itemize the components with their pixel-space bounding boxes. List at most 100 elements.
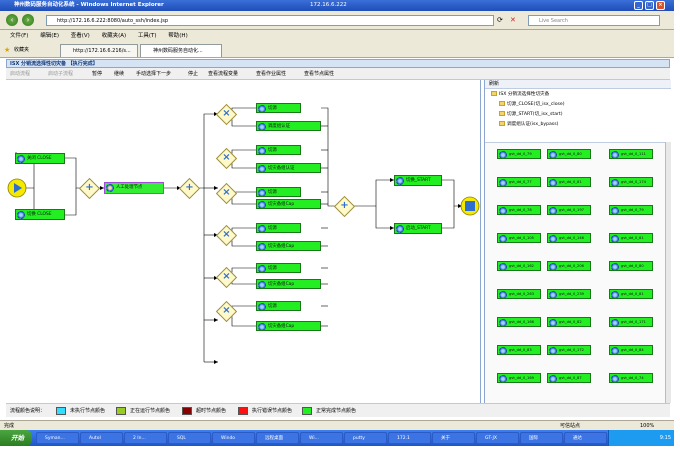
taskbar-item[interactable]: SQL	[168, 432, 211, 444]
flow-node[interactable]: 切源	[256, 187, 301, 197]
minimize-icon[interactable]: _	[634, 1, 643, 10]
stop-icon[interactable]: ✕	[510, 16, 516, 24]
subflow-node[interactable]: gvt_dd_0_84	[609, 345, 653, 355]
subflow-node[interactable]: gvt_dd_0_80	[609, 261, 653, 271]
flow-node[interactable]: 切换 CLOSE	[15, 209, 65, 220]
flow-node[interactable]: 切灾备组Cap	[256, 279, 321, 289]
taskbar-item[interactable]: putty	[344, 432, 387, 444]
flow-node[interactable]: 切源	[256, 145, 301, 155]
taskbar-item[interactable]: GT-JX	[476, 432, 519, 444]
window-center-title: 172.16.6.222	[310, 2, 347, 8]
subflow-node[interactable]: gvt_dd_0_197	[547, 205, 591, 215]
subflow-node[interactable]: gvt_dd_0_263	[497, 289, 541, 299]
subflow-canvas[interactable]: gvt_dd_0_79 gvt_dd_0_80 gvt_dd_0_111 gvt_dd…	[485, 142, 671, 403]
flow-node[interactable]: 切换_START	[394, 175, 442, 186]
subflow-node[interactable]: gvt_dd_0_83	[497, 345, 541, 355]
flow-node[interactable]: 关闭 CLOSE	[15, 153, 65, 164]
flow-node[interactable]: 切灾备组认证	[256, 163, 321, 173]
subflow-node[interactable]: gvt_dd_0_166	[497, 317, 541, 327]
taskbar-item[interactable]: 172.1	[388, 432, 431, 444]
subflow-node[interactable]: gvt_dd_0_239	[547, 289, 591, 299]
flow-canvas[interactable]: + + + × × × × × × 关闭 CLOSE 切换 CLOSE 人工处理…	[6, 80, 481, 403]
flow-node[interactable]: 切源	[256, 301, 301, 311]
taskbar-item[interactable]: 远程桌面	[256, 432, 299, 444]
taskbar-item[interactable]: Wi...	[300, 432, 343, 444]
taskbar-item[interactable]: AutoI	[80, 432, 123, 444]
menu-file[interactable]: 文件(F)	[10, 33, 29, 39]
taskbar-item[interactable]: Syman...	[36, 432, 79, 444]
flow-node[interactable]: 切灾备组Cap	[256, 199, 321, 209]
menu-view[interactable]: 查看(V)	[70, 33, 90, 39]
subflow-node[interactable]: gvt_dd_0_105	[497, 233, 541, 243]
tree-item[interactable]: 切源_START(切_isx_start)	[499, 111, 563, 119]
taskbar-item[interactable]: 关于	[432, 432, 475, 444]
flow-node[interactable]: 切源	[256, 103, 301, 113]
zoom-level[interactable]: 100%	[640, 423, 655, 429]
view-node-props-button[interactable]: 查看节点属性	[304, 71, 335, 77]
subflow-node[interactable]: gvt_dd_0_172	[547, 345, 591, 355]
manual-next-button[interactable]: 手动选择下一步	[136, 71, 172, 77]
tree-item[interactable]: ISX 分销流选择性切灾备	[491, 91, 549, 99]
subflow-node[interactable]: gvt_dd_0_206	[547, 261, 591, 271]
maximize-icon[interactable]: □	[645, 1, 654, 10]
flow-node[interactable]: 切源	[256, 223, 301, 233]
gear-icon	[499, 347, 507, 354]
subflow-node[interactable]: gvt_dd_0_81	[609, 289, 653, 299]
node-label: 启动_START	[406, 226, 431, 231]
subflow-node[interactable]: gvt_dd_0_61	[609, 233, 653, 243]
view-job-props-button[interactable]: 查看作业属性	[256, 71, 287, 77]
forward-icon[interactable]: ›	[22, 14, 34, 26]
menu-help[interactable]: 帮助(H)	[168, 33, 188, 39]
search-input[interactable]: Live Search	[528, 15, 660, 26]
tab-2-label: 神州数码服务自动化...	[153, 48, 203, 54]
start-flow-button[interactable]: 启动流程	[10, 71, 31, 77]
subflow-node[interactable]: gvt_dd_0_169	[497, 373, 541, 383]
close-icon[interactable]: ×	[656, 1, 665, 10]
star-icon[interactable]: ★	[4, 46, 11, 54]
tab-2[interactable]: 神州数码服务自动化...	[140, 44, 222, 57]
subflow-node[interactable]: gvt_dd_0_111	[609, 149, 653, 159]
tab-1[interactable]: http://172.16.6.216/s...	[60, 44, 138, 57]
subflow-node[interactable]: gvt_dd_0_146	[547, 233, 591, 243]
taskbar-item[interactable]: 国际	[520, 432, 563, 444]
start-subflow-button[interactable]: 启动子流程	[48, 71, 74, 77]
subflow-node[interactable]: gvt_dd_0_78	[497, 205, 541, 215]
resume-button[interactable]: 继续	[114, 71, 125, 77]
refresh-link[interactable]: 刷新	[485, 80, 671, 89]
flow-node[interactable]: 调度组认证	[256, 121, 321, 131]
manual-node[interactable]: 人工处理节点	[104, 182, 164, 194]
taskbar-item[interactable]: 2 In...	[124, 432, 167, 444]
subflow-node[interactable]: gvt_dd_0_77	[497, 177, 541, 187]
subflow-node[interactable]: gvt_dd_0_79	[609, 205, 653, 215]
subflow-node[interactable]: gvt_dd_0_162	[497, 261, 541, 271]
menu-favorites[interactable]: 收藏夹(A)	[101, 33, 127, 39]
start-button[interactable]: 开始	[0, 430, 32, 446]
refresh-icon[interactable]: ⟳	[497, 16, 503, 24]
subflow-node[interactable]: gvt_dd_0_74	[609, 373, 653, 383]
tree-item[interactable]: 调度组认证(isx_bypass)	[499, 121, 558, 129]
menu-tools[interactable]: 工具(T)	[137, 33, 157, 39]
view-flow-vars-button[interactable]: 查看流程变量	[208, 71, 239, 77]
subflow-node[interactable]: gvt_dd_0_79	[497, 149, 541, 159]
flow-node[interactable]: 切灾备组Cap	[256, 241, 321, 251]
stop-button[interactable]: 停止	[188, 71, 199, 77]
flow-node[interactable]: 切灾备组Cap	[256, 321, 321, 331]
favorites-label[interactable]: 收藏夹	[14, 47, 30, 53]
node-label: gvt_dd_0_105	[509, 236, 534, 240]
subflow-node[interactable]: gvt_dd_0_81	[547, 177, 591, 187]
subflow-node[interactable]: gvt_dd_0_174	[609, 177, 653, 187]
taskbar-item[interactable]: 通达	[564, 432, 607, 444]
tree-item[interactable]: 切源_CLOSE(切_isx_close)	[499, 101, 565, 109]
menu-edit[interactable]: 编辑(E)	[40, 33, 59, 39]
url-input[interactable]: http://172.16.6.222:8080/auto_ssh/index.…	[46, 15, 494, 26]
pause-button[interactable]: 暂停	[92, 71, 103, 77]
subflow-node[interactable]: gvt_dd_0_80	[547, 149, 591, 159]
subflow-node[interactable]: gvt_dd_0_82	[547, 317, 591, 327]
flow-node[interactable]: 启动_START	[394, 223, 442, 234]
taskbar-item[interactable]: Windo	[212, 432, 255, 444]
subflow-node[interactable]: gvt_dd_0_87	[547, 373, 591, 383]
back-icon[interactable]: ‹	[6, 14, 18, 26]
vertical-scrollbar[interactable]	[665, 142, 671, 403]
flow-node[interactable]: 切源	[256, 263, 301, 273]
subflow-node[interactable]: gvt_dd_0_171	[609, 317, 653, 327]
